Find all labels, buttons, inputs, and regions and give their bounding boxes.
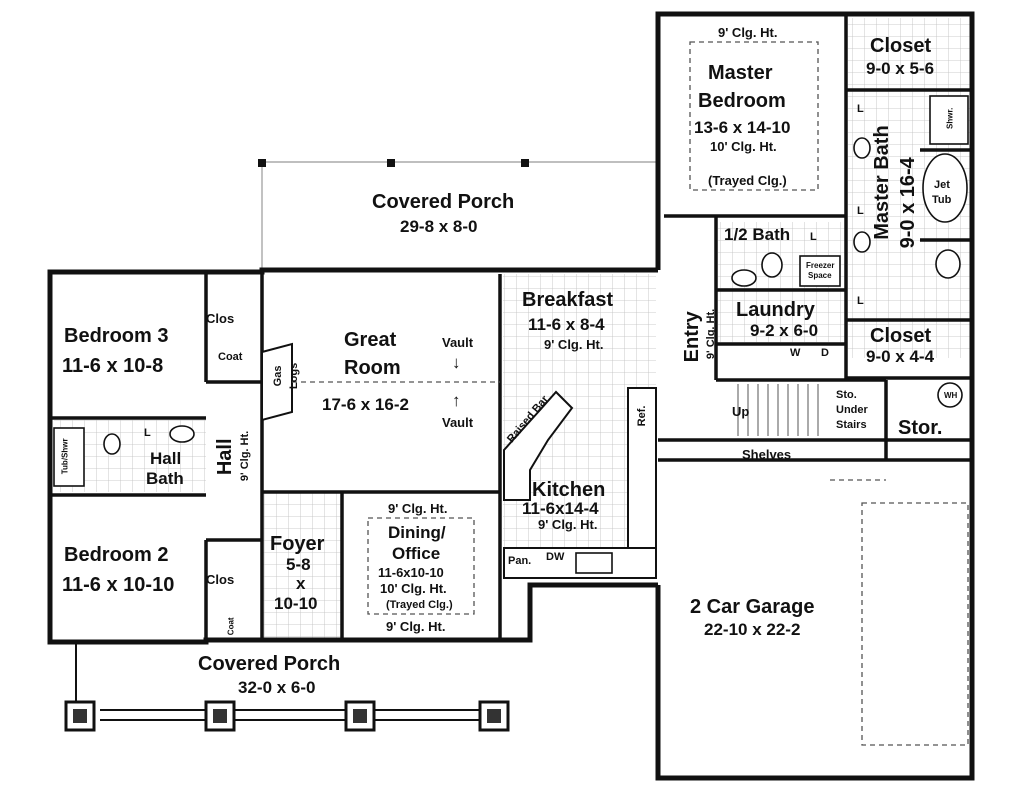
bedroom2-coat: Coat [226, 617, 236, 636]
bedroom2-name: Bedroom 2 [64, 544, 169, 566]
breakfast-clg: 9' Clg. Ht. [544, 337, 604, 352]
freezer-label2: Space [808, 271, 832, 280]
ref-label: Ref. [636, 405, 649, 427]
foyer-name: Foyer [270, 533, 325, 555]
water-heater-label: WH [944, 391, 958, 400]
closet-mid-dim: 9-0 x 4-4 [866, 347, 935, 366]
master-bedroom-clg: 10' Clg. Ht. [710, 139, 777, 154]
storage-name: Stor. [898, 417, 943, 439]
vault-top: Vault [442, 335, 474, 350]
dining-name2: Office [392, 544, 441, 563]
foyer-dim-1: 5-8 [286, 555, 311, 574]
rear-porch-outline [261, 161, 658, 270]
jet-tub-label1: Jet [934, 179, 950, 191]
pantry-label: Pan. [508, 555, 532, 567]
fixtures [53, 95, 969, 574]
master-top-clg: 9' Clg. Ht. [718, 25, 778, 40]
foyer-dim-2: 10-10 [274, 594, 318, 613]
master-bedroom-name2: Bedroom [698, 90, 786, 112]
front-porch [64, 642, 510, 732]
hall-bath-l: L [144, 427, 151, 439]
hall-bath-name2: Bath [146, 469, 184, 488]
hall-name: Hall [214, 438, 237, 476]
rear-porch-posts [258, 159, 529, 167]
bedroom3-dim: 11-6 x 10-8 [62, 355, 164, 377]
half-bath-name: 1/2 Bath [724, 225, 791, 244]
closet-top-dim: 9-0 x 5-6 [866, 59, 935, 78]
garage-name: 2 Car Garage [690, 596, 815, 618]
master-bedroom-name1: Master [708, 62, 773, 84]
hall-clg: 9' Clg. Ht. [239, 430, 252, 482]
dining-dim: 11-6x10-10 [378, 565, 444, 580]
dishwasher-label: DW [546, 551, 565, 563]
freezer-label1: Freezer [806, 261, 835, 270]
vault-up-arrow: ↑ [452, 391, 461, 410]
shower-label: Shwr. [945, 107, 955, 129]
bedroom3-closet: Clos [206, 311, 235, 326]
entry-name: Entry [681, 311, 704, 363]
bedroom2-closet: Clos [206, 572, 235, 587]
kitchen-clg: 9' Clg. Ht. [538, 517, 598, 532]
closet-mid-name: Closet [870, 325, 932, 347]
stairs-treads [737, 384, 819, 436]
master-bath-l1: L [857, 103, 864, 115]
kitchen-name: Kitchen [532, 479, 606, 501]
dining-name1: Dining/ [388, 523, 446, 542]
interior-walls [50, 14, 972, 640]
master-bedroom-dim: 13-6 x 14-10 [694, 118, 791, 137]
rear-porch-name: Covered Porch [372, 191, 515, 213]
half-bath-l: L [810, 231, 817, 243]
foyer-dim-x: x [296, 574, 306, 593]
dining-bottom-clg: 9' Clg. Ht. [386, 619, 446, 634]
breakfast-dim: 11-6 x 8-4 [528, 315, 605, 334]
kitchen-dim: 11-6x14-4 [522, 499, 599, 518]
great-room-dim: 17-6 x 16-2 [322, 395, 409, 414]
hall-bath-name1: Hall [150, 449, 182, 468]
dining-note: (Trayed Clg.) [386, 599, 453, 611]
vault-down-arrow: ↓ [452, 353, 461, 372]
great-room-name1: Great [344, 329, 397, 351]
laundry-name: Laundry [736, 299, 815, 321]
fireplace [261, 342, 293, 422]
closet-top-name: Closet [870, 35, 932, 57]
rear-porch-dim: 29-8 x 8-0 [400, 217, 478, 236]
breakfast-name: Breakfast [522, 289, 614, 311]
master-bath-l2: L [857, 205, 864, 217]
hall-tub-label: Tub/Shwr [60, 438, 70, 475]
washer-label: W [790, 347, 801, 359]
laundry-dim: 9-2 x 6-0 [750, 321, 819, 340]
master-bedroom-note: (Trayed Clg.) [708, 173, 787, 188]
entry-clg: 9' Clg. Ht. [705, 308, 718, 360]
jet-tub-label2: Tub [932, 194, 952, 206]
front-porch-dim: 32-0 x 6-0 [238, 678, 316, 697]
tile-floors [54, 18, 972, 640]
sto-under-1: Sto. [836, 389, 857, 401]
dining-clg: 10' Clg. Ht. [380, 581, 447, 596]
gas-logs-2: Logs [288, 362, 301, 390]
garage-dim: 22-10 x 22-2 [704, 620, 801, 639]
front-porch-name: Covered Porch [198, 653, 341, 675]
shelves-label: Shelves [742, 447, 792, 462]
master-bath-l3: L [857, 295, 864, 307]
dining-top-clg: 9' Clg. Ht. [388, 501, 448, 516]
sto-under-3: Stairs [836, 419, 867, 431]
master-bath-name: Master Bath [871, 125, 894, 240]
bedroom3-name: Bedroom 3 [64, 325, 169, 347]
dryer-label: D [821, 347, 829, 359]
vault-bottom: Vault [442, 415, 474, 430]
sto-under-2: Under [836, 404, 868, 416]
great-room-name2: Room [344, 357, 401, 379]
stairs-up: Up [732, 404, 750, 419]
master-bath-dim: 9-0 x 16-4 [897, 157, 920, 249]
bedroom2-dim: 11-6 x 10-10 [62, 574, 175, 596]
bedroom3-coat: Coat [218, 351, 243, 363]
dashed-features [292, 41, 969, 746]
gas-logs-1: Gas [272, 365, 285, 387]
